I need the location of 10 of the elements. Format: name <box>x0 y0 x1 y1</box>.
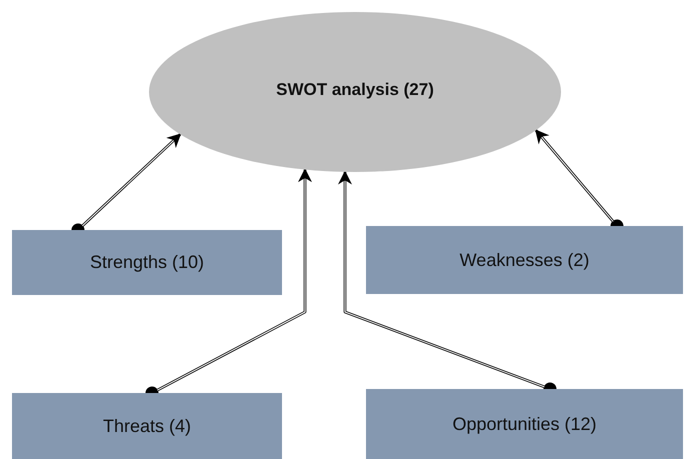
node-label: Weaknesses (2) <box>460 250 590 270</box>
node-label: Opportunities (12) <box>452 414 597 434</box>
node-label: SWOT analysis (27) <box>276 80 434 100</box>
category-box <box>366 226 683 294</box>
category-box <box>12 393 282 459</box>
category-box <box>366 389 683 459</box>
ellipse-node <box>149 12 561 172</box>
category-box <box>12 230 282 295</box>
node-label: Threats (4) <box>102 416 192 436</box>
node-label: Strengths (10) <box>90 252 204 273</box>
